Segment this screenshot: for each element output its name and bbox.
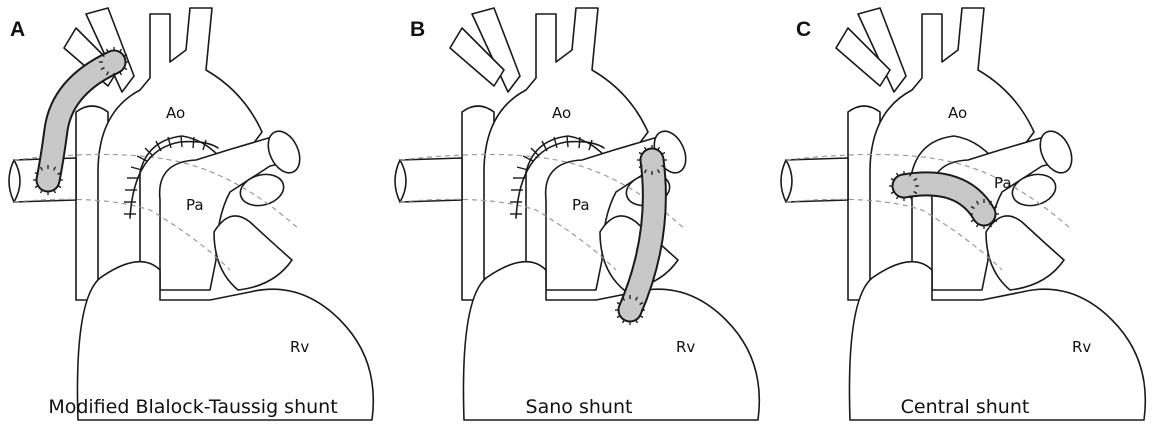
label-aorta-b: Ao bbox=[552, 104, 572, 122]
label-right-ventricle-a: Rv bbox=[290, 338, 310, 356]
shunt-graft-c bbox=[889, 171, 999, 229]
caption-b: Sano shunt bbox=[525, 396, 633, 418]
anastomosis-stitches bbox=[889, 171, 919, 201]
panel-letter-b: B bbox=[410, 18, 426, 41]
shunt-graft-b bbox=[615, 145, 667, 325]
heart-diagram-c bbox=[780, 7, 1147, 421]
heart-anatomy-b bbox=[394, 7, 761, 421]
heart-diagram-a bbox=[8, 7, 375, 421]
anastomosis-stitches bbox=[99, 47, 129, 77]
panel-letter-a: A bbox=[10, 18, 26, 41]
heart-diagram-b bbox=[394, 7, 761, 421]
caption-c: Central shunt bbox=[900, 396, 1030, 418]
panel-b: B Ao Pa Rv Sano shunt bbox=[386, 0, 772, 426]
label-right-ventricle-c: Rv bbox=[1072, 338, 1092, 356]
label-pulmonary-artery-c: Pa bbox=[994, 174, 1012, 192]
label-right-ventricle-b: Rv bbox=[676, 338, 696, 356]
panel-letter-c: C bbox=[796, 18, 812, 41]
anastomosis-stitches bbox=[33, 165, 63, 195]
heart-anatomy-a bbox=[8, 7, 375, 421]
anastomosis-stitches bbox=[637, 145, 667, 175]
anastomosis-stitches bbox=[615, 295, 645, 325]
label-pulmonary-artery-b: Pa bbox=[572, 196, 590, 214]
panel-a: A Ao Pa Rv Modified Blalock-Taussig shun… bbox=[0, 0, 386, 426]
anastomosis-stitches bbox=[969, 199, 999, 229]
panel-c: C Ao Pa Rv Central shunt bbox=[772, 0, 1158, 426]
label-aorta-a: Ao bbox=[166, 104, 186, 122]
label-pulmonary-artery-a: Pa bbox=[186, 196, 204, 214]
heart-anatomy-c bbox=[780, 7, 1147, 421]
shunt-graft-a bbox=[33, 47, 129, 195]
caption-a: Modified Blalock-Taussig shunt bbox=[48, 396, 338, 418]
label-aorta-c: Ao bbox=[948, 104, 968, 122]
